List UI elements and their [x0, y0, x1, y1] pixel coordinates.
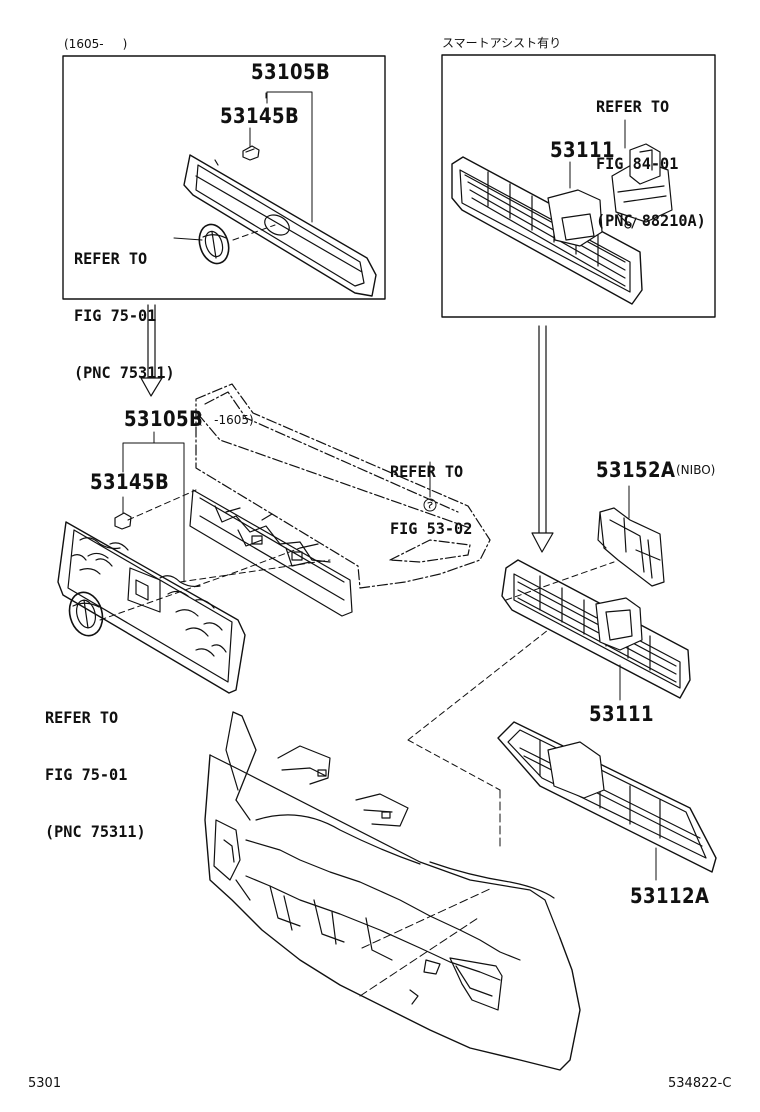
sensor-bracket-inset — [611, 143, 673, 229]
refer-line-3: (PNC 88210A) — [596, 211, 706, 230]
grille-sub-53111-inset — [451, 156, 643, 305]
inset-right-part-53111[interactable]: 53111 — [550, 138, 615, 162]
refer-line-1: REFER TO — [45, 708, 119, 727]
main-part-53105b[interactable]: 53105B — [124, 407, 204, 431]
main-date-range: ( -1605) — [198, 413, 254, 427]
arrow-right — [531, 325, 554, 553]
upper-panel — [189, 489, 353, 617]
inset-left-part-53145b[interactable]: 53145B — [220, 104, 300, 128]
refer-line-3: (PNC 75311) — [45, 822, 146, 841]
leader-lines-inset-right — [569, 119, 626, 189]
main-bracket-note: (NIBO) — [676, 463, 716, 477]
leader-lines-main-right — [407, 561, 621, 791]
main-left-refer[interactable]: REFER TO FIG 75-01 (PNC 75311) — [45, 670, 146, 860]
refer-line-1: REFER TO — [74, 249, 148, 268]
emblem-inset — [198, 223, 230, 265]
refer-line-2: FIG 84-01 — [596, 154, 679, 173]
bumper-dash-lines — [359, 789, 501, 997]
refer-line-3: (PNC 75311) — [74, 363, 175, 382]
inset-right-refer[interactable]: REFER TO FIG 84-01 (PNC 88210A) — [596, 59, 706, 249]
lower-grille-53112a — [497, 721, 717, 873]
inset-left-refer[interactable]: REFER TO FIG 75-01 (PNC 75311) — [74, 211, 175, 401]
footer-figure-code: 534822-C — [668, 1076, 732, 1091]
upper-grille-53105b-inset — [183, 154, 377, 297]
refer-line-2: FIG 53-02 — [390, 519, 473, 538]
main-part-53145b[interactable]: 53145B — [90, 470, 170, 494]
footer-page-code: 5301 — [28, 1076, 62, 1091]
main-grille-sub-53111 — [501, 559, 691, 699]
main-clip-53145b — [114, 512, 132, 530]
inset-right-condition: スマートアシスト有り — [442, 36, 562, 50]
refer-line-1: REFER TO — [596, 97, 670, 116]
refer-circle-marker — [423, 461, 437, 512]
main-part-53152a[interactable]: 53152A — [596, 458, 676, 482]
inset-box-right — [441, 54, 716, 318]
refer-line-1: REFER TO — [390, 462, 464, 481]
hood-outline — [195, 383, 491, 589]
main-grille-53105b — [57, 521, 246, 694]
clip-53145b-inset — [242, 145, 260, 161]
inset-left-date-range: (1605- ) — [64, 37, 128, 51]
front-bumper-body — [204, 711, 581, 1071]
main-part-53111[interactable]: 53111 — [589, 702, 654, 726]
bracket-53152a — [597, 507, 665, 587]
main-center-refer[interactable]: REFER TO FIG 53-02 — [390, 424, 472, 557]
main-part-53112a[interactable]: 53112A — [630, 884, 710, 908]
arrow-left — [140, 304, 163, 397]
refer-line-2: FIG 75-01 — [45, 765, 128, 784]
inset-box-left — [62, 55, 386, 300]
main-emblem — [68, 591, 104, 637]
inset-left-part-53105b[interactable]: 53105B — [251, 60, 331, 84]
refer-line-2: FIG 75-01 — [74, 306, 157, 325]
leader-lines-main-left — [99, 431, 331, 621]
leader-lines-inset-left — [173, 91, 313, 241]
